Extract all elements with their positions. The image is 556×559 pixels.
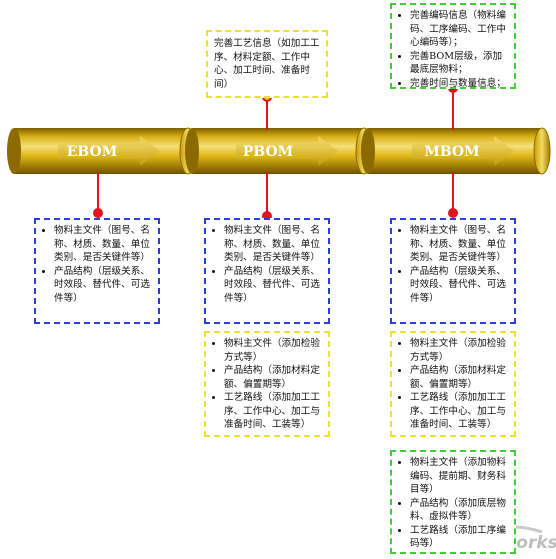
ebom-info-box: 物料主文件（图号、名称、材质、数量、单位类别、是否关键件等） 产品结构（层级关系… <box>34 218 160 324</box>
connector-pbom-up <box>266 97 268 130</box>
arrow-icon <box>412 136 514 166</box>
list-item: 物料主文件（添加检验方式等） <box>224 337 322 364</box>
list-item: 物料主文件（添加物料编码、提前期、财务科目等） <box>410 456 508 497</box>
list-item: 产品结构（层级关系、时效段、替代件、可选件等） <box>410 265 508 306</box>
list-item: 产品结构（层级关系、时效段、替代件、可选件等） <box>224 265 322 306</box>
list-item: 产品结构（添加底层物料、虚拟件等） <box>410 497 508 524</box>
pipe-label-pbom: PBOM <box>243 144 293 160</box>
list-item: 物料主文件（图号、名称、材质、数量、单位类别、是否关键件等） <box>224 224 322 265</box>
mbom-completion-box: 完善编码信息（物料编码、工序编码、工作中心编码等）； 完善BOM层级，添加最底层… <box>390 3 516 89</box>
list-item: 工艺路线（添加工序编码等） <box>410 524 508 551</box>
list-item: 物料主文件（图号、名称、材质、数量、单位类别、是否关键件等） <box>54 224 152 265</box>
arrow-icon <box>58 136 160 166</box>
connector-pbom-down <box>266 172 268 216</box>
connector-mbom-up <box>452 89 454 130</box>
list-item: 产品结构（添加材料定额、偏置期等） <box>410 364 508 391</box>
pbom-process-info-box: 完善工艺信息（如加工工序、材料定额、工作中心、加工时间、准备时间） <box>206 30 328 98</box>
list-item: 产品结构（添加材料定额、偏置期等） <box>224 364 322 391</box>
pipe-label-ebom: EBOM <box>67 144 117 160</box>
list-item: 工艺路线（添加加工工序、工作中心、加工与准备时间、工装等） <box>410 391 508 432</box>
connector-dot <box>93 208 103 218</box>
list-item: 工艺路线（添加加工工序、工作中心、加工与准备时间、工装等） <box>224 391 322 432</box>
connector-mbom-down <box>452 172 454 212</box>
connector-dot <box>448 208 458 218</box>
mbom-info-box: 物料主文件（图号、名称、材质、数量、单位类别、是否关键件等） 产品结构（层级关系… <box>390 218 516 324</box>
pipe-ebom: EBOM <box>7 127 197 175</box>
pipe-label-mbom: MBOM <box>424 144 479 160</box>
list-item: 物料主文件（图号、名称、材质、数量、单位类别、是否关键件等） <box>410 224 508 265</box>
list-item: 产品结构（层级关系、时效段、替代件、可选件等） <box>54 265 152 306</box>
mbom-coding-box: 物料主文件（添加物料编码、提前期、财务科目等） 产品结构（添加底层物料、虚拟件等… <box>390 450 516 554</box>
box-text: 完善工艺信息（如加工工序、材料定额、工作中心、加工时间、准备时间） <box>214 38 320 90</box>
pipe-mbom: MBOM <box>361 127 551 175</box>
pbom-additions-box: 物料主文件（添加检验方式等） 产品结构（添加材料定额、偏置期等） 工艺路线（添加… <box>204 331 330 437</box>
list-item: 完善时间与数量信息； <box>410 77 508 91</box>
pipe-pbom: PBOM <box>185 127 373 175</box>
pbom-info-box: 物料主文件（图号、名称、材质、数量、单位类别、是否关键件等） 产品结构（层级关系… <box>204 218 330 324</box>
mbom-additions-box: 物料主文件（添加检验方式等） 产品结构（添加材料定额、偏置期等） 工艺路线（添加… <box>390 331 516 437</box>
list-item: 完善BOM层级，添加最底层物料； <box>410 50 508 77</box>
list-item: 完善编码信息（物料编码、工序编码、工作中心编码等）； <box>410 9 508 50</box>
connector-ebom-down <box>97 172 99 212</box>
connector-dot <box>262 211 272 221</box>
arrow-icon <box>236 136 338 166</box>
list-item: 物料主文件（添加检验方式等） <box>410 337 508 364</box>
